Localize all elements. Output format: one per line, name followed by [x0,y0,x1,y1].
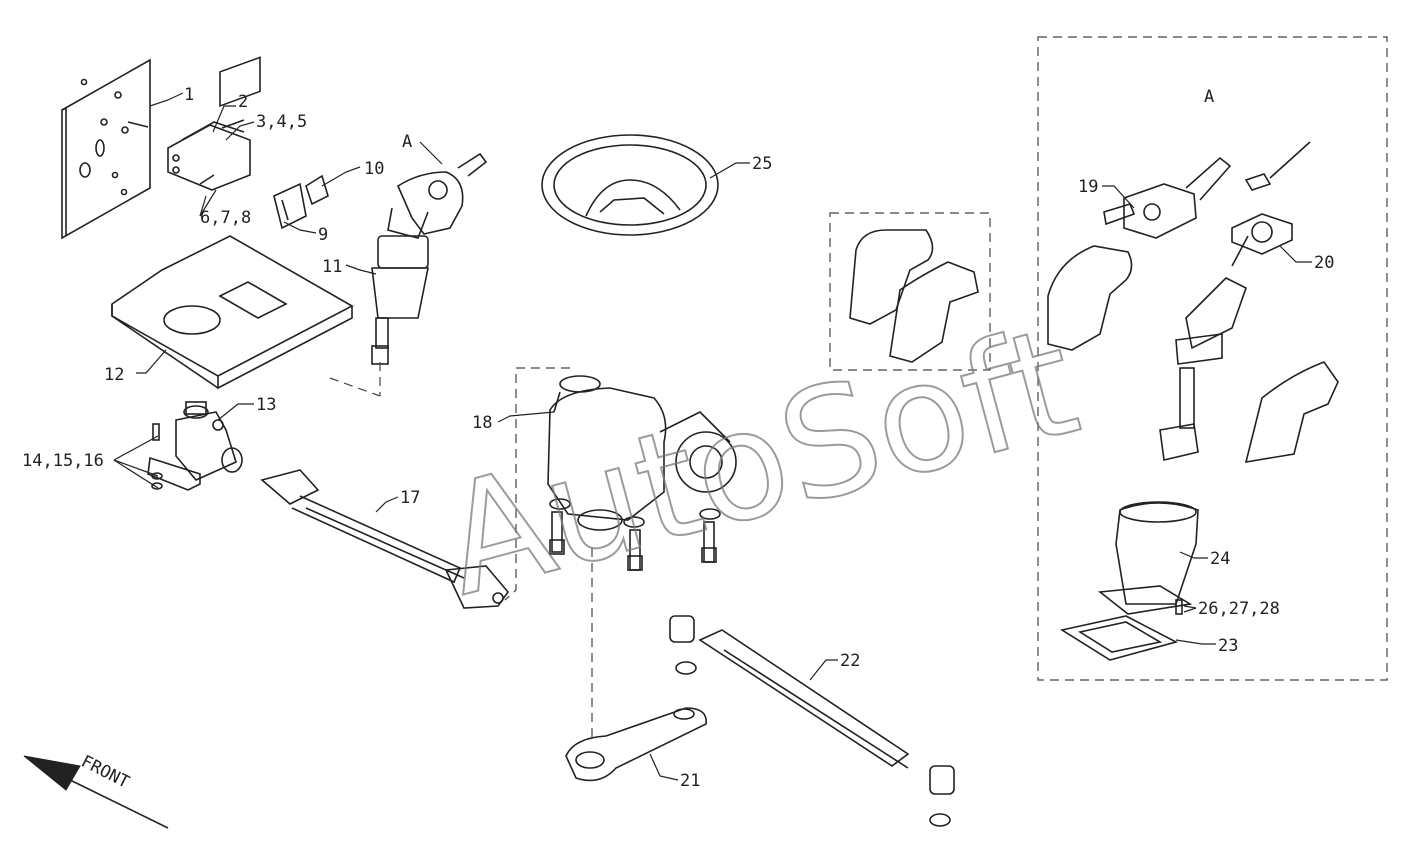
steering-wheel [541,134,719,236]
detail-a-label-left: A [402,132,412,152]
column-bracket [167,56,261,191]
column-link-line-2 [329,377,381,397]
detail-column [1159,235,1249,461]
drag-link [669,615,955,827]
callout-14-15-16: 14,15,16 [22,451,104,471]
callout-13: 13 [256,395,276,415]
detail-a-label-right: A [1204,87,1214,107]
callout-20: 20 [1314,253,1334,273]
shroud-detail-frame [829,212,991,371]
combination-switch [1103,141,1311,239]
steering-column [371,152,488,365]
intermediate-bearing [147,401,243,491]
callout-22: 22 [840,651,860,671]
callout-6-7-8: 6,7,8 [200,208,251,228]
watermark: AutoSoft [426,295,1093,630]
intermediate-shaft [260,469,510,609]
callout-12: 12 [104,365,124,385]
callout-23: 23 [1218,636,1238,656]
detail-a-leader [419,141,443,165]
column-shroud-parts [849,229,979,363]
pitman-arm [565,707,707,782]
callout-26-27-28: 26,27,28 [1198,599,1280,619]
callout-21: 21 [680,771,700,791]
boot-screw [1175,599,1183,615]
callout-10: 10 [364,159,384,179]
callout-9: 9 [318,225,328,245]
callout-11: 11 [322,257,342,277]
front-label: FRONT [78,752,133,793]
mounting-plate [61,58,151,240]
clock-spring [1231,213,1293,255]
callout-3-4-5: 3,4,5 [256,112,307,132]
front-direction-arrow [23,755,169,829]
boot [1097,501,1199,615]
floor-plate [111,235,354,390]
callout-25: 25 [752,154,772,174]
callout-24: 24 [1210,549,1230,569]
bracket-clip [273,174,329,230]
detail-shroud-lower [1244,361,1339,463]
callout-17: 17 [400,488,420,508]
leader-lines [113,92,1312,781]
callout-1: 1 [184,85,194,105]
callout-2: 2 [238,92,248,112]
gearbox-frame [504,367,570,601]
detail-shroud-upper [1047,245,1133,351]
callout-18: 18 [472,413,492,433]
callout-19: 19 [1078,177,1098,197]
steering-gear [547,375,737,571]
boot-gasket [1059,615,1179,661]
